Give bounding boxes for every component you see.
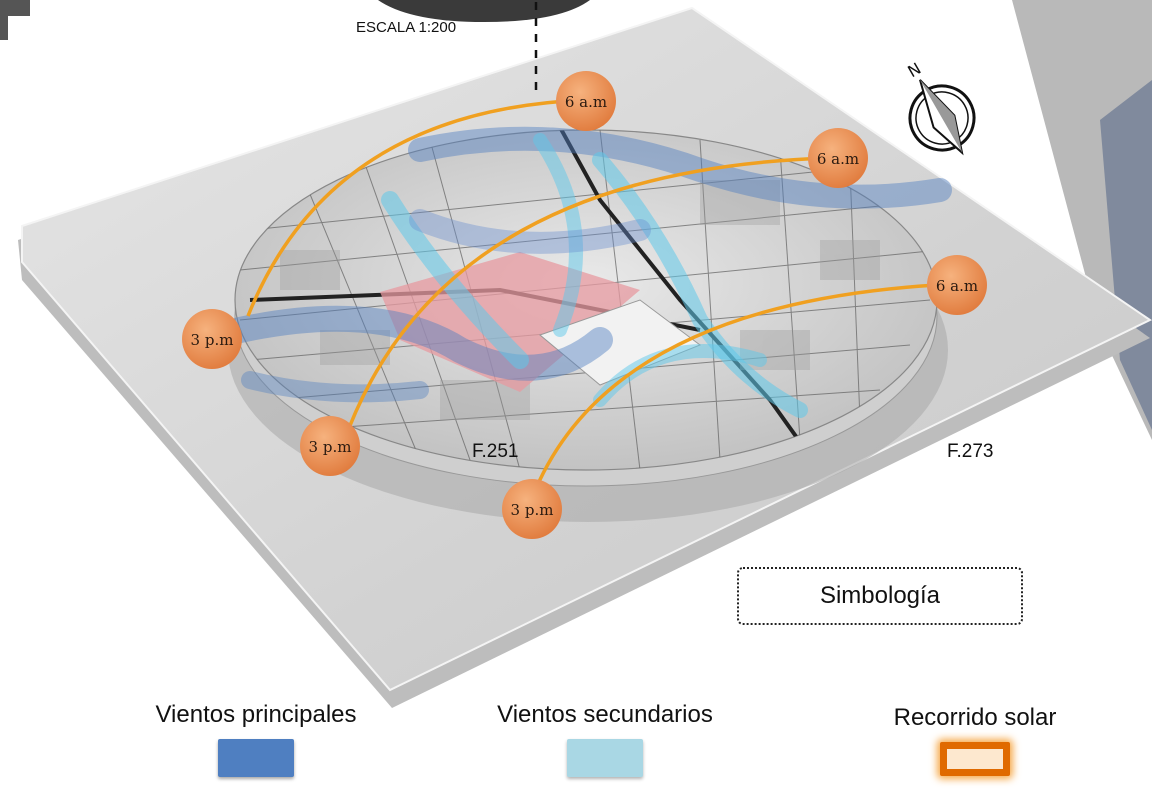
sun-marker	[556, 71, 616, 131]
north-label: N	[904, 59, 924, 81]
base-plate-left-dark	[0, 0, 30, 40]
sun-marker	[927, 255, 987, 315]
sun-path-1	[246, 98, 587, 317]
secondary-winds-swatch	[567, 739, 643, 777]
legend-item-secondary-winds: Vientos secundarios	[470, 701, 740, 777]
legend-title-box: Simbología	[737, 567, 1023, 625]
main-winds-swatch	[218, 739, 294, 777]
legend-label: Recorrido solar	[893, 704, 1057, 731]
sun-marker-label: 6 a.m	[565, 93, 607, 111]
legend-item-main-winds: Vientos principales	[136, 701, 376, 777]
sun-path-2	[341, 156, 831, 445]
sun-marker-label: 3 p.m	[191, 331, 234, 349]
scale-label: ESCALA 1:200	[356, 19, 457, 36]
site-label-f251: F.251	[472, 441, 519, 462]
sun-marker	[502, 479, 562, 539]
legend-label: Vientos secundarios	[497, 701, 713, 728]
north-arrow-icon: N	[904, 59, 976, 156]
sun-paths	[246, 98, 956, 499]
sun-path-3	[530, 282, 956, 499]
legend-item-sun-path: Recorrido solar	[870, 704, 1080, 776]
sun-marker	[300, 416, 360, 476]
sun-path-swatch	[940, 742, 1010, 776]
sun-marker	[808, 128, 868, 188]
sun-marker-label: 6 a.m	[936, 277, 978, 295]
sun-markers: 6 a.m 6 a.m 6 a.m 3 p.m 3 p.m 3 p.m	[182, 71, 987, 539]
site-label-f273: F.273	[947, 441, 994, 462]
sun-marker-label: 3 p.m	[511, 501, 554, 519]
legend-label: Vientos principales	[155, 701, 357, 728]
sun-marker-label: 6 a.m	[817, 150, 859, 168]
legend-title: Simbología	[819, 582, 941, 609]
sun-marker-label: 3 p.m	[309, 438, 352, 456]
sun-marker	[182, 309, 242, 369]
